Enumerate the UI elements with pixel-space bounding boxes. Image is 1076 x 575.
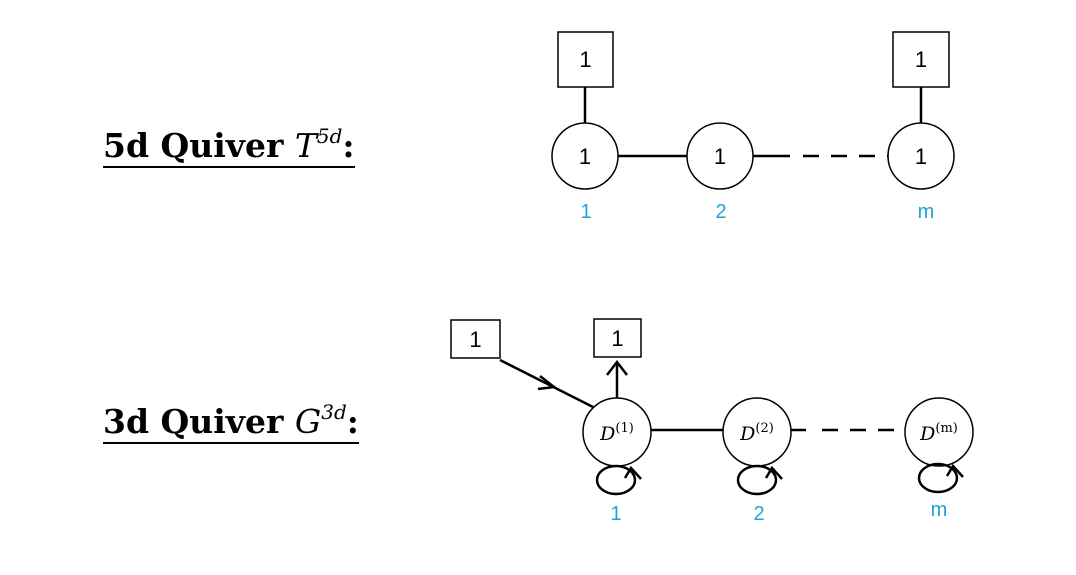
flavor-box-3d-in-label: 1: [469, 327, 481, 352]
gauge-node-3d-2-superscript: (2): [755, 421, 773, 436]
gauge-node-3d-m: D(m): [904, 397, 974, 467]
gauge-node-3d-1: D(1): [582, 397, 652, 467]
node-index-3d-1: 1: [610, 503, 621, 525]
flavor-box-5d-left-label: 1: [579, 47, 591, 72]
quiver-3d: 1 1 D(1) D(2) D(m): [450, 318, 974, 525]
flavor-box-3d-in: 1: [450, 319, 501, 359]
gauge-node-3d-m-symbol: D: [919, 423, 935, 445]
gauge-node-3d-2: D(2): [722, 397, 792, 467]
quiver-5d-title-superscript: 5d: [316, 124, 343, 148]
node-index-3d-m: m: [931, 499, 948, 521]
node-index-5d-2: 2: [715, 201, 726, 223]
arrow-flavor-in-head: [537, 375, 558, 391]
flavor-box-5d-left: 1: [557, 31, 614, 88]
node-index-5d-m: m: [918, 201, 935, 223]
quiver-3d-title-colon: :: [346, 402, 359, 441]
gauge-node-3d-2-symbol: D: [739, 423, 755, 445]
arrow-flavor-in: [499, 358, 594, 409]
gauge-node-3d-m-superscript: (m): [935, 421, 957, 436]
gauge-node-3d-1-label: D(1): [599, 421, 634, 445]
flavor-box-3d-out: 1: [593, 318, 642, 358]
gauge-node-5d-1-label: 1: [579, 144, 591, 169]
gauge-node-3d-2-label: D(2): [739, 421, 774, 445]
quiver-5d: 1 1 1 1 1 1 2 m: [551, 31, 955, 223]
flavor-box-5d-right-label: 1: [915, 47, 927, 72]
adjoint-loop-3d-2: [736, 464, 783, 496]
adjoint-loop-3d-m: [917, 462, 964, 494]
node-index-5d-1: 1: [580, 201, 591, 223]
quiver-3d-title-superscript: 3d: [321, 400, 347, 424]
gauge-node-3d-1-superscript: (1): [615, 421, 633, 436]
adjoint-loop-3d-1: [595, 464, 642, 496]
quiver-5d-title: 5d Quiver T5d:: [103, 126, 355, 169]
gauge-node-5d-1: 1: [551, 122, 619, 190]
arrow-flavor-out-head: [606, 359, 628, 376]
quiver-3d-title-symbol: G: [294, 402, 322, 441]
gauge-node-3d-m-label: D(m): [919, 421, 958, 445]
node-index-3d-2: 2: [753, 503, 764, 525]
gauge-node-5d-2-label: 1: [714, 144, 726, 169]
quiver-3d-title-prefix: 3d Quiver: [103, 402, 284, 441]
flavor-box-5d-right: 1: [892, 31, 950, 88]
quiver-3d-title: 3d Quiver G3d:: [103, 402, 359, 445]
quiver-5d-title-prefix: 5d Quiver: [103, 126, 284, 165]
gauge-node-5d-m: 1: [887, 122, 955, 190]
gauge-node-5d-m-label: 1: [915, 144, 927, 169]
gauge-node-5d-2: 1: [686, 122, 754, 190]
quiver-5d-title-symbol: T: [294, 126, 317, 165]
flavor-box-3d-out-label: 1: [611, 326, 623, 351]
gauge-node-3d-1-symbol: D: [599, 423, 615, 445]
quiver-5d-title-colon: :: [342, 126, 355, 165]
